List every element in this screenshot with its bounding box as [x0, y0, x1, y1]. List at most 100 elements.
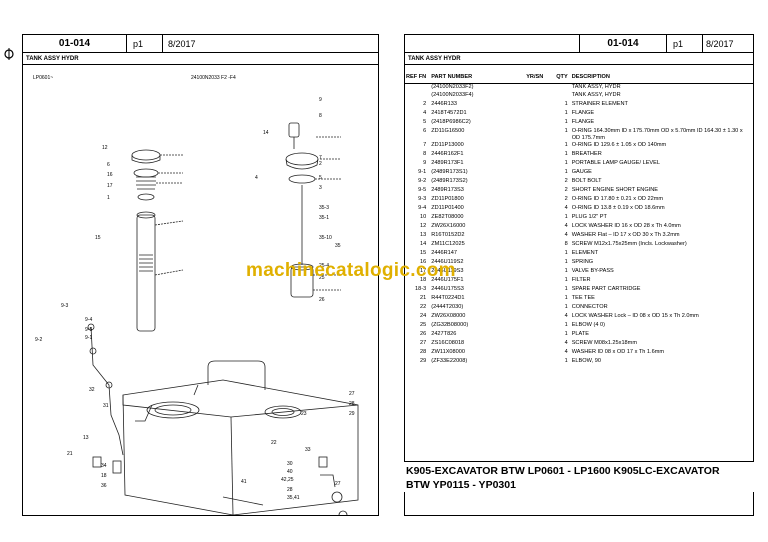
- cell-description: TANK ASSY, HYDR: [571, 83, 621, 90]
- cell-ref: 18: [419, 277, 427, 283]
- page-number: p1: [127, 35, 163, 53]
- parts-table: REF FN PART NUMBER YR/SN QTY DESCRIPTION…: [405, 73, 753, 367]
- cell-qty: 4: [564, 223, 568, 229]
- cell-description: FILTER: [571, 277, 591, 283]
- cell-ref: 9-1: [418, 169, 427, 175]
- cell-description: SPRING: [571, 259, 594, 265]
- callout-label: 9-3: [61, 303, 69, 309]
- cell-description: BREATHER: [571, 151, 602, 157]
- model-footer: K905-EXCAVATOR BTW LP0601 - LP1600 K905L…: [404, 461, 754, 492]
- cell-yr-sn: [525, 187, 555, 196]
- cell-qty: 4: [564, 205, 568, 211]
- cell-qty: [555, 83, 571, 92]
- cell-description: PLATE: [571, 331, 590, 337]
- cell-part-number: ZW26X16000: [431, 223, 466, 229]
- cell-part-number: R44T0224D1: [431, 295, 465, 301]
- callout-label: 35: [335, 243, 341, 249]
- cell-qty: 2: [564, 187, 568, 193]
- callout-label: 40: [287, 469, 293, 475]
- cell-qty: 4: [564, 313, 568, 319]
- cell-ref: 28: [419, 349, 427, 355]
- callout-label: 23: [301, 411, 307, 417]
- cell-part-number: (2444T2030): [431, 304, 464, 310]
- cell-description: BOLT BOLT: [571, 178, 602, 184]
- cell-part-number: ZW26X08000: [431, 313, 466, 319]
- cell-ref: 25: [419, 322, 427, 328]
- cell-ref: 29: [419, 358, 427, 364]
- cell-ref: 4: [423, 110, 427, 116]
- cell-part-number: R16T0152D2: [431, 232, 465, 238]
- cell-qty: 1: [564, 358, 568, 364]
- callout-label: 29: [349, 411, 355, 417]
- cell-ref: 18-3: [415, 286, 427, 292]
- cell-yr-sn: [525, 169, 555, 178]
- callout-label: 27: [349, 391, 355, 397]
- cell-ref: 9: [423, 160, 427, 166]
- callout-label: 4: [255, 175, 258, 181]
- col-ref: REF FN: [405, 73, 431, 84]
- cell-qty: 4: [564, 349, 568, 355]
- cell-qty: 8: [564, 241, 568, 247]
- cell-yr-sn: [525, 322, 555, 331]
- cell-description: LOCK WASHER Lock – ID 08 x OD 15 x Th 2.…: [571, 313, 699, 319]
- cell-ref: 9-3: [418, 196, 427, 202]
- cell-part-number: (ZF33E22008): [431, 358, 468, 364]
- col-part-number: PART NUMBER: [430, 73, 526, 84]
- drawing-ref-left: LP0601~: [33, 75, 54, 81]
- cell-yr-sn: [525, 268, 555, 277]
- callout-label: 9-5: [85, 327, 93, 333]
- cell-part-number: ZD11P13000: [431, 142, 464, 148]
- revision-date: 8/2017: [168, 39, 196, 49]
- page-number: p1: [667, 35, 703, 53]
- col-qty: QTY: [555, 73, 571, 84]
- cell-yr-sn: [525, 214, 555, 223]
- callout-label: 41: [241, 479, 247, 485]
- cell-qty: 1: [564, 128, 568, 134]
- callout-label: 9: [319, 97, 322, 103]
- model-line-1: K905-EXCAVATOR BTW LP0601 - LP1600 K905L…: [406, 465, 720, 477]
- cell-qty: 4: [564, 340, 568, 346]
- callout-label: 21: [67, 451, 73, 457]
- cell-part-number: 2446R162F1: [431, 151, 464, 157]
- callout-label: 15: [95, 235, 101, 241]
- cell-part-number: (2418P6986C2): [431, 119, 471, 125]
- cell-description: PORTABLE LAMP GAUGE/ LEVEL: [571, 160, 660, 166]
- cell-qty: 1: [564, 101, 568, 107]
- binder-hole-icon: [4, 48, 14, 60]
- cell-ref: [405, 92, 430, 101]
- cell-part-number: 2489R173S3: [431, 187, 464, 193]
- cell-part-number: ZD11P01400: [431, 205, 464, 211]
- callout-label: 16: [107, 172, 113, 178]
- cell-description: STRAINER ELEMENT: [571, 101, 628, 107]
- cell-part-number: (24100N2033F2): [431, 83, 474, 90]
- col-yr-sn: YR/SN: [525, 73, 556, 84]
- callout-label: 2: [319, 161, 322, 167]
- col-description: DESCRIPTION: [570, 73, 753, 84]
- cell-ref: 9-2: [418, 178, 427, 184]
- cell-description: SHORT ENGINE SHORT ENGINE: [571, 187, 659, 193]
- cell-yr-sn: [525, 340, 555, 349]
- cell-yr-sn: [525, 241, 555, 250]
- cell-yr-sn: [525, 205, 555, 214]
- cell-yr-sn: [525, 223, 555, 232]
- cell-description: O-RING 164.30mm ID x 175.70mm OD x 5.70m…: [571, 128, 743, 141]
- cell-part-number: (2489R173S1): [431, 169, 468, 175]
- cell-description: LOCK WASHER ID 16 x OD 28 x Th 4.0mm: [571, 223, 681, 229]
- cell-description: WASHER ID 08 x OD 17 x Th 1.6mm: [571, 349, 665, 355]
- cell-ref: 21: [419, 295, 427, 301]
- assembly-title: TANK ASSY HYDR: [23, 53, 378, 65]
- callout-label: 35,41: [287, 495, 300, 501]
- cell-description: ELBOW (4 0): [571, 322, 605, 328]
